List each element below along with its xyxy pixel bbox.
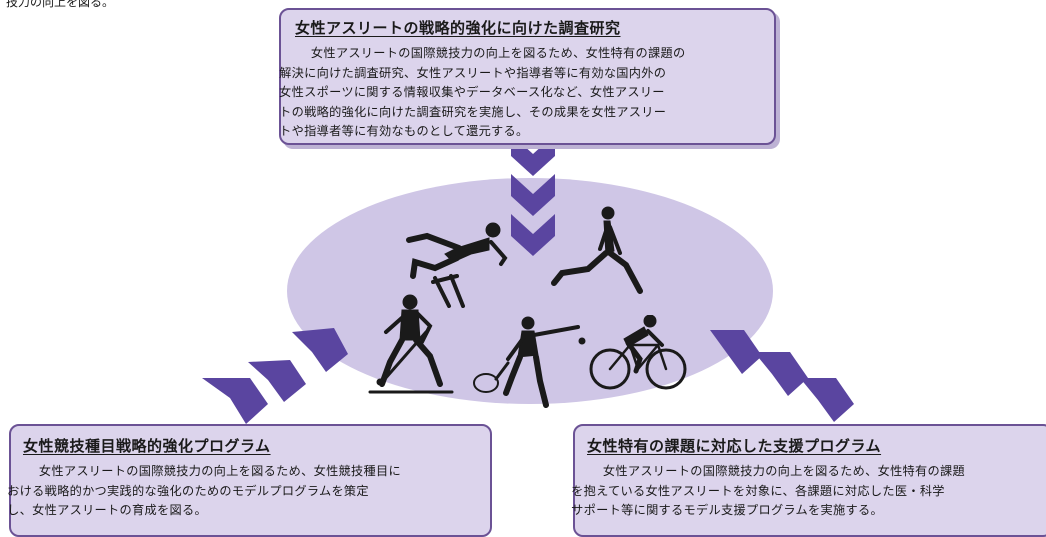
chevron-right-arrows-icon	[710, 330, 854, 422]
lunge-runner-icon	[551, 206, 643, 294]
chevron-left-arrows-icon	[202, 328, 348, 424]
support-program-line: サポート等に関するモデル支援プログラムを実施する。	[571, 503, 883, 517]
cropped-text-fragment: 技力の向上を図る。	[6, 0, 115, 9]
research-title: 女性アスリートの戦略的強化に向けた調査研究	[295, 19, 621, 37]
strategic-program-line: し、女性アスリートの育成を図る。	[7, 503, 207, 517]
support-program-box: 女性特有の課題に対応した支援プログラム 女性アスリートの国際競技力の向上を図るた…	[571, 424, 1046, 537]
strategic-program-line: 女性アスリートの国際競技力の向上を図るため、女性競技種目に	[38, 464, 401, 478]
research-description: 女性アスリートの国際競技力の向上を図るため、女性特有の課題の 解決に向けた調査研…	[279, 44, 764, 142]
strategic-program-box: 女性競技種目戦略的強化プログラム 女性アスリートの国際競技力の向上を図るため、女…	[7, 424, 492, 537]
research-line: トの戦略的強化に向けた調査研究を実施し、その成果を女性アスリー	[279, 104, 667, 119]
support-program-line: 女性アスリートの国際競技力の向上を図るため、女性特有の課題	[602, 464, 965, 478]
support-program-line: を抱えている女性アスリートを対象に、各課題に対応した医・科学	[571, 483, 945, 498]
tennis-player-icon	[473, 316, 586, 408]
strategic-program-line: おける戦略的かつ実践的な強化のためのモデルプログラムを策定	[7, 483, 369, 498]
research-line: 女性アスリートの国際競技力の向上を図るため、女性特有の課題の	[310, 46, 686, 60]
support-program-description: 女性アスリートの国際競技力の向上を図るため、女性特有の課題 を抱えている女性アス…	[571, 462, 1041, 521]
hurdler-icon	[406, 222, 508, 308]
strategic-program-title: 女性競技種目戦略的強化プログラム	[23, 437, 271, 455]
research-line: トや指導者等に有効なものとして還元する。	[279, 124, 529, 138]
research-line: 女性スポーツに関する情報収集やデータベース化など、女性アスリー	[279, 85, 665, 99]
strategic-program-description: 女性アスリートの国際競技力の向上を図るため、女性競技種目に おける戦略的かつ実践…	[7, 462, 480, 521]
research-box: 女性アスリートの戦略的強化に向けた調査研究 女性アスリートの国際競技力の向上を図…	[279, 8, 776, 145]
support-program-title: 女性特有の課題に対応した支援プログラム	[587, 437, 882, 455]
research-line: 解決に向けた調査研究、女性アスリートや指導者等に有効な国内外の	[279, 65, 667, 80]
cyclist-icon	[589, 315, 687, 390]
athletes-ellipse	[287, 178, 773, 404]
chevron-down-arrows-icon	[511, 134, 555, 256]
field-hockey-player-icon	[368, 294, 454, 394]
